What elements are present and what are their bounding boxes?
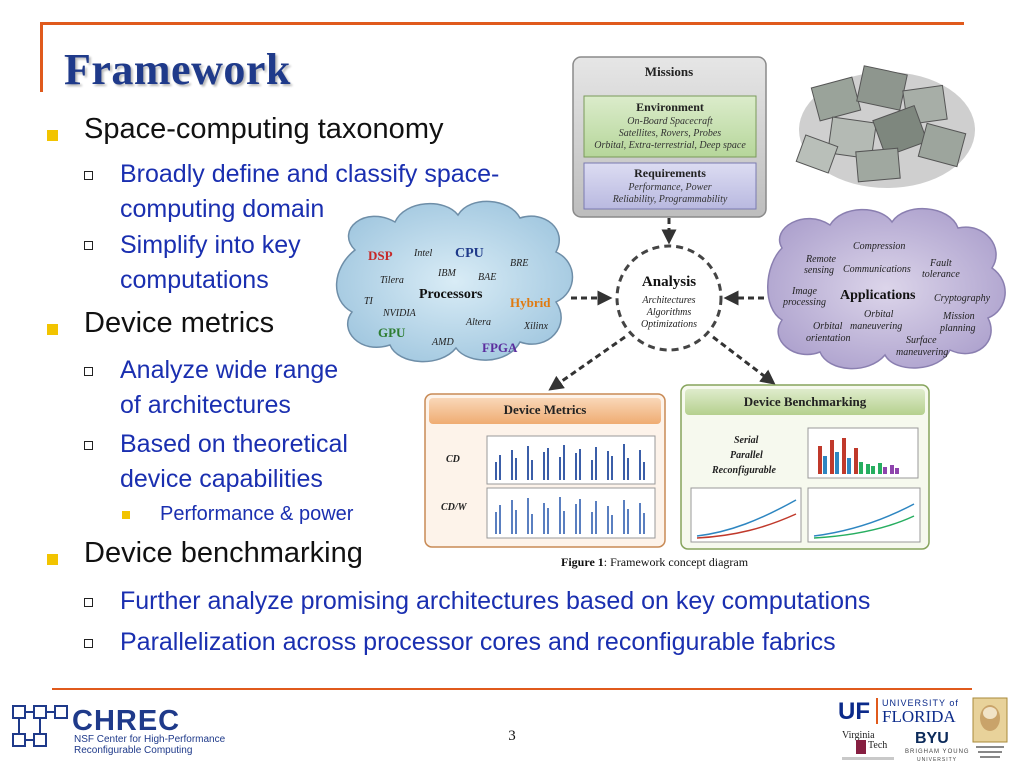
svg-text:NVIDIA: NVIDIA [382,308,417,319]
svg-text:maneuvering: maneuvering [850,321,902,332]
sub-bullet-box-icon [84,241,93,250]
svg-text:CPU: CPU [455,246,484,261]
bottom-rule [52,688,972,690]
virginia-tech-logo: Virginia Tech [842,730,898,764]
device-metrics-box: Device Metrics CD CD/W [424,393,666,548]
sub-bullet-box-icon [84,171,93,180]
sub-bullet-analyze: Analyze wide range of architectures [120,356,339,419]
svg-text:Applications: Applications [840,288,916,303]
sub-bullet-theoretical: Based on theoretical device capabilities [120,430,348,493]
svg-text:Image: Image [791,286,818,297]
figure-caption: Figure 1: Framework concept diagram [561,555,749,569]
device-benchmarking-box: Device Benchmarking Serial Parallel Reco… [680,384,930,550]
svg-text:Surface: Surface [906,335,937,346]
svg-text:Compression: Compression [853,241,905,252]
svg-text:Parallel: Parallel [730,450,763,461]
sub-bullet-parallelization: Parallelization across processor cores a… [120,628,836,656]
chrec-logo-icon [12,705,68,747]
requirements-title: Requirements [634,166,706,180]
bullet-square-icon [122,511,130,519]
slide-title: Framework [64,45,291,94]
svg-text:BAE: BAE [478,272,496,283]
svg-text:On-Board Spacecraft: On-Board Spacecraft [627,116,713,127]
svg-text:orientation: orientation [806,333,850,344]
chrec-subtitle: NSF Center for High-Performance Reconfig… [74,734,226,756]
sub-bullet-simplify: Simplify into key computations [120,231,301,294]
svg-text:Mission: Mission [942,311,975,322]
svg-text:processing: processing [782,297,826,308]
sub-bullet-box-icon [84,598,93,607]
svg-text:TI: TI [364,296,374,307]
svg-text:Architectures: Architectures [641,295,695,306]
svg-text:Device Benchmarking: Device Benchmarking [744,394,867,409]
svg-text:Intel: Intel [413,248,433,259]
svg-text:Analysis: Analysis [642,274,696,290]
svg-text:BRE: BRE [510,258,528,269]
bullet-square-icon [47,324,58,335]
page-number: 3 [508,728,516,744]
environment-title: Environment [636,100,704,114]
svg-text:maneuvering: maneuvering [896,347,948,358]
svg-text:Tilera: Tilera [380,275,404,286]
svg-text:Satellites, Rovers, Probes: Satellites, Rovers, Probes [619,128,721,139]
processors-cloud: DSP Intel CPU BRE Tilera IBM BAE Process… [335,200,574,363]
svg-text:Device Metrics: Device Metrics [504,402,587,417]
framework-diagram: Missions Environment On-Board Spacecraft… [335,56,1006,550]
svg-text:Optimizations: Optimizations [641,319,697,330]
sub-bullet-box-icon [84,441,93,450]
bullet-square-icon [47,130,58,141]
left-rule [40,22,43,92]
diagram-arrows [548,218,776,391]
bullet-device-benchmarking: Device benchmarking [84,537,363,569]
bullet-square-icon [47,554,58,565]
svg-text:Xilinx: Xilinx [523,321,548,332]
svg-text:CD: CD [446,454,460,465]
svg-text:Fault: Fault [929,258,952,269]
sub-bullet-define: Broadly define and classify space- compu… [120,160,500,223]
svg-text:Orbital: Orbital [813,321,843,332]
byu-logo: BYU BRIGHAM YOUNG UNIVERSITY [905,730,970,763]
svg-text:sensing: sensing [804,265,834,276]
uf-logo: UF UNIVERSITY of FLORIDA [838,698,959,726]
svg-text:DSP: DSP [368,248,393,263]
svg-text:Altera: Altera [465,317,491,328]
sub-bullet-box-icon [84,367,93,376]
svg-text:AMD: AMD [431,337,454,348]
svg-text:Remote: Remote [805,254,837,265]
sub-bullet-further: Further analyze promising architectures … [120,587,871,615]
sub-sub-bullet-performance: Performance & power [160,503,354,525]
sub-bullet-box-icon [84,639,93,648]
svg-text:Communications: Communications [843,264,911,275]
svg-text:CD/W: CD/W [441,502,468,513]
svg-text:FPGA: FPGA [482,340,518,355]
analysis-node: Analysis Architectures Algorithms Optimi… [615,244,723,352]
missions-title: Missions [645,64,693,79]
svg-text:Algorithms: Algorithms [646,307,692,318]
svg-text:Orbital: Orbital [864,309,894,320]
svg-text:Hybrid: Hybrid [510,295,551,310]
svg-text:Serial: Serial [734,435,759,446]
svg-text:Cryptography: Cryptography [934,293,991,304]
washington-university-seal-icon [972,697,1008,758]
svg-text:tolerance: tolerance [922,269,960,280]
missions-box: Missions Environment On-Board Spacecraft… [572,56,767,218]
svg-text:IBM: IBM [437,268,456,279]
svg-text:GPU: GPU [378,325,406,340]
applications-cloud: Compression Remote sensing Communication… [767,208,1006,370]
svg-text:Processors: Processors [419,287,483,302]
bullet-taxonomy: Space-computing taxonomy [84,113,444,145]
chrec-name: CHREC [72,705,181,737]
svg-text:Orbital, Extra-terrestrial, De: Orbital, Extra-terrestrial, Deep space [594,140,746,151]
svg-text:planning: planning [939,323,976,334]
bullet-device-metrics: Device metrics [84,307,275,339]
svg-text:Performance, Power: Performance, Power [627,182,711,193]
top-rule [40,22,964,25]
svg-text:Reconfigurable: Reconfigurable [711,465,776,476]
svg-text:Reliability, Programmability: Reliability, Programmability [612,194,728,205]
processor-chips-image [795,65,975,188]
